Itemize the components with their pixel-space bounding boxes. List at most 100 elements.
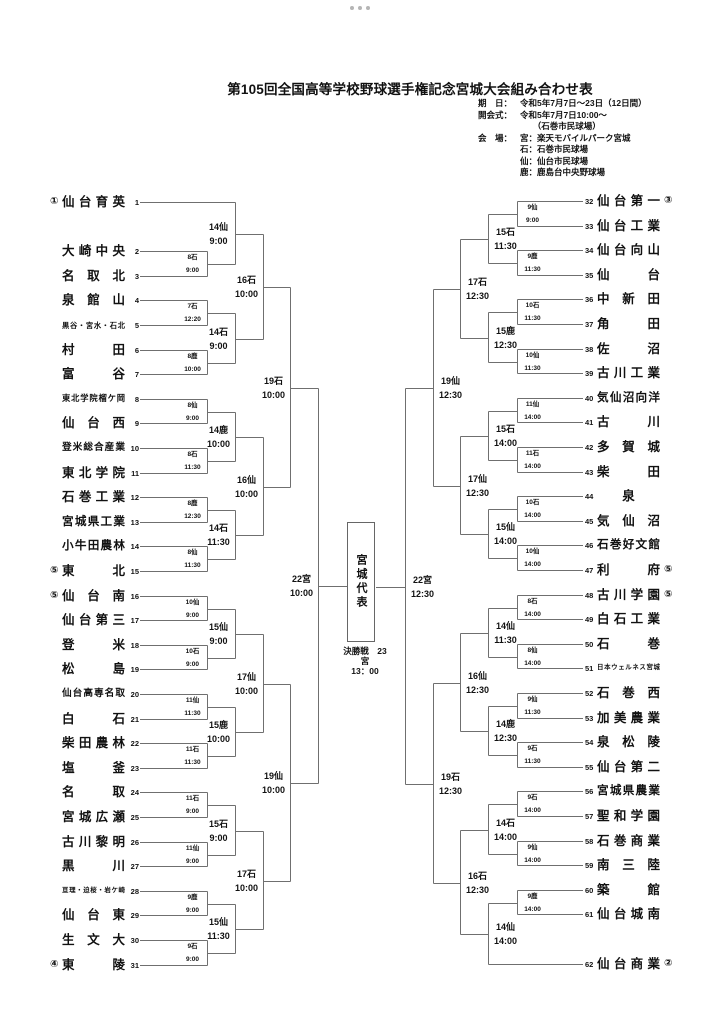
team-name: 名取 — [62, 784, 125, 799]
match-venue-round: 22宮 — [291, 573, 311, 584]
team-name: 仙台第一 — [597, 193, 660, 208]
match-venue-round: 9仙 — [527, 695, 538, 703]
match-venue-round: 8仙 — [187, 401, 198, 409]
team-name: 加美農業 — [597, 710, 660, 725]
team-name: 東北学院 — [62, 465, 125, 480]
match-time: 11:30 — [184, 463, 201, 471]
match-time: 9:00 — [185, 857, 199, 865]
match-venue-round: 9鹿 — [527, 892, 538, 900]
match-time: 9:00 — [185, 266, 199, 274]
team-name: 利府 — [597, 562, 660, 577]
match-time: 12:30 — [493, 339, 518, 350]
seed-badge: ⑤ — [50, 565, 59, 576]
team-name: 白石工業 — [597, 611, 660, 626]
match-time: 9:00 — [209, 340, 228, 351]
team-number: 3 — [134, 271, 139, 281]
match-venue-round: 11石 — [525, 449, 540, 457]
team-name: 黒川 — [62, 858, 125, 873]
team-name: 東北学院榴ケ岡 — [62, 393, 125, 403]
window-menu-dots[interactable] — [350, 6, 370, 10]
match-venue-round: 11仙 — [185, 844, 200, 852]
team-name: 仙台南 — [62, 588, 125, 603]
match-time: 10:00 — [261, 389, 286, 400]
team-number: 20 — [130, 689, 139, 699]
team-number: 31 — [130, 960, 139, 970]
team-name: 小牛田農林 — [62, 539, 125, 553]
match-venue-round: 10仙 — [185, 598, 200, 606]
match-time: 10:00 — [234, 882, 259, 893]
team-name: 泉館山 — [62, 292, 125, 307]
match-time: 9:00 — [209, 832, 228, 843]
info-row-opening: 開会式：令和5年7月7日10:00～ — [478, 110, 647, 122]
match-venue-round: 22宮 — [412, 574, 432, 585]
match-venue-round: 10石 — [525, 498, 540, 506]
team-name: 泉松陵 — [597, 734, 660, 749]
match-time: 12:30 — [465, 487, 490, 498]
team-number: 12 — [130, 492, 139, 502]
team-number: 29 — [130, 910, 139, 920]
match-venue-round: 14鹿 — [208, 424, 228, 435]
team-number: 9 — [134, 418, 139, 428]
team-name: 富谷 — [62, 366, 125, 381]
team-number: 48 — [585, 590, 594, 600]
team-number: 1 — [134, 197, 139, 207]
team-name: 聖和学園 — [597, 808, 660, 823]
team-name: 黒谷・宮水・石北 — [62, 320, 125, 330]
match-venue-round: 14石 — [495, 817, 515, 828]
match-time: 11:30 — [184, 709, 201, 717]
team-number: 50 — [585, 639, 594, 649]
team-number: 4 — [134, 295, 139, 305]
team-name: 多賀城 — [597, 439, 660, 454]
match-venue-round: 9仙 — [527, 843, 538, 851]
team-name: 柴田 — [597, 464, 660, 479]
team-number: 25 — [130, 812, 139, 822]
team-name: 塩釜 — [62, 760, 125, 775]
team-name: 古川 — [597, 414, 660, 429]
match-venue-round: 16仙 — [467, 670, 487, 681]
match-venue-round: 19石 — [440, 771, 460, 782]
match-time: 14:00 — [524, 806, 541, 814]
team-name: 登米総合産業 — [62, 442, 125, 454]
team-number: 6 — [134, 345, 139, 355]
team-name: 古川工業 — [597, 365, 660, 380]
team-number: 2 — [134, 246, 139, 256]
team-number: 26 — [130, 837, 139, 847]
info-value: 令和5年7月7日10:00～ — [520, 109, 607, 120]
team-number: 51 — [585, 663, 594, 673]
match-venue-round: 19仙 — [440, 375, 460, 386]
match-time: 9:00 — [185, 906, 199, 914]
match-venue-round: 14鹿 — [495, 718, 515, 729]
team-number: 36 — [585, 294, 594, 304]
match-time: 14:00 — [524, 560, 541, 568]
team-number: 10 — [130, 443, 139, 453]
team-name: 仙台工業 — [597, 218, 660, 233]
team-name: 石巻西 — [597, 685, 660, 700]
seed-badge: ⑤ — [664, 564, 673, 575]
match-venue-round: 17石 — [236, 868, 256, 879]
team-number: 40 — [585, 393, 594, 403]
match-venue-round: 8石 — [187, 450, 198, 458]
team-name: 松島 — [62, 661, 125, 676]
team-name: 東北 — [62, 563, 125, 578]
team-name: 角田 — [597, 316, 660, 331]
team-number: 11 — [131, 468, 139, 478]
seed-badge: ③ — [664, 195, 673, 206]
match-time: 14:00 — [524, 905, 541, 913]
match-time: 10:00 — [234, 685, 259, 696]
team-number: 8 — [134, 394, 139, 404]
seed-badge: ⑤ — [664, 589, 673, 600]
final-match-title: 決勝戦 23 — [343, 646, 387, 656]
team-number: 53 — [585, 713, 594, 723]
final-match-label: 決勝戦 23 宮 13：00 — [335, 646, 395, 676]
team-name: 石巻商業 — [597, 833, 660, 848]
final-match-venue: 宮 — [360, 656, 370, 666]
match-venue-round: 9石 — [527, 793, 538, 801]
match-time: 14:00 — [524, 462, 541, 470]
match-time: 9:00 — [185, 955, 199, 963]
team-name: 登米 — [62, 637, 125, 652]
team-number: 24 — [130, 787, 139, 797]
match-time: 11:30 — [524, 757, 541, 765]
match-time: 12:20 — [184, 315, 201, 323]
match-time: 10:00 — [261, 784, 286, 795]
